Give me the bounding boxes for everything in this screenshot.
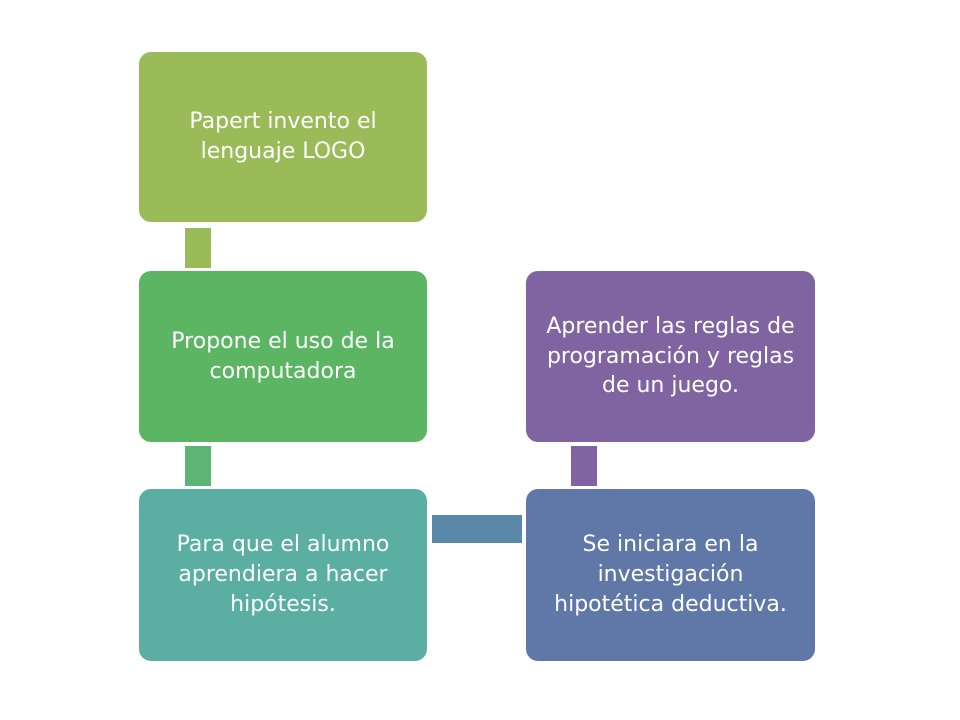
node-rules: Aprender las reglas de programación y re…	[526, 271, 815, 442]
node-hypothesis-text: Para que el alumno aprendiera a hacer hi…	[176, 532, 390, 617]
connector-hypothesis-investigation	[432, 515, 522, 543]
connector-logo-computer	[185, 228, 211, 268]
node-investigation-text: Se iniciara en la investigación hipotéti…	[554, 532, 787, 617]
node-logo-language: Papert invento el lenguaje LOGO	[139, 52, 427, 222]
connector-investigation-rules	[571, 446, 597, 486]
node-rules-text: Aprender las reglas de programación y re…	[546, 313, 795, 399]
node-logo-language-text: Papert invento el lenguaje LOGO	[189, 109, 377, 164]
node-computer-use-text: Propone el uso de la computadora	[171, 328, 395, 384]
node-hypothesis: Para que el alumno aprendiera a hacer hi…	[139, 489, 427, 661]
node-computer-use: Propone el uso de la computadora	[139, 271, 427, 442]
connector-computer-hypothesis	[185, 446, 211, 486]
node-investigation: Se iniciara en la investigación hipotéti…	[526, 489, 815, 661]
